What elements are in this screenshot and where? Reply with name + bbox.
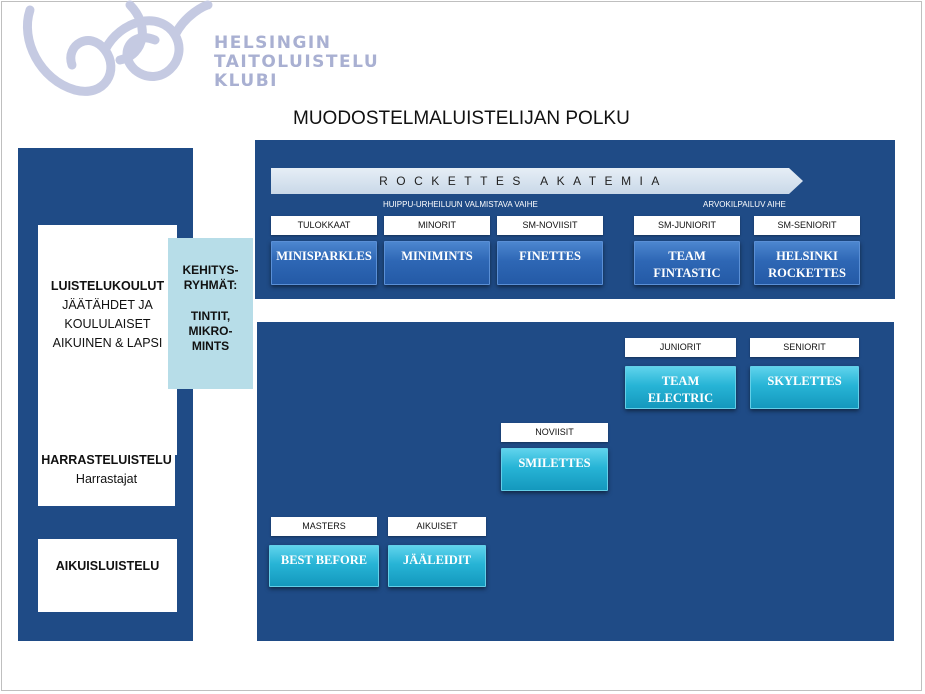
logo-line-1: HELSINGIN bbox=[214, 33, 332, 53]
tag-sm-juniorit: SM-JUNIORIT bbox=[634, 216, 740, 235]
team-finettes: FINETTES bbox=[497, 241, 603, 285]
tag-aikuiset: AIKUISET bbox=[388, 517, 486, 536]
harraste-heading: HARRASTELUISTELU bbox=[41, 453, 172, 467]
kehitysryhmat-box: KEHITYS- RYHMÄT: TINTIT, MIKRO- MINTS bbox=[168, 238, 253, 389]
team-fintastic-label: TEAM FINTASTIC bbox=[653, 249, 721, 280]
tag-masters: MASTERS bbox=[271, 517, 377, 536]
team-minimints: MINIMINTS bbox=[384, 241, 490, 285]
luistelukoulut-heading: LUISTELUKOULUT bbox=[50, 279, 165, 293]
kehitys-line-5: MINTS bbox=[191, 339, 230, 353]
aikuis-heading: AIKUISLUISTELU bbox=[55, 559, 160, 573]
team-helsinki-rockettes-label: HELSINKI ROCKETTES bbox=[768, 249, 846, 280]
team-electric: TEAM ELECTRIC bbox=[625, 366, 736, 409]
team-electric-label: TEAM ELECTRIC bbox=[647, 374, 714, 405]
team-best-before: BEST BEFORE bbox=[269, 545, 379, 587]
tag-noviisit: NOVIISIT bbox=[501, 423, 608, 442]
team-skylettes: SKYLETTES bbox=[750, 366, 859, 409]
tag-tulokkaat: TULOKKAAT bbox=[271, 216, 377, 235]
tag-juniorit: JUNIORIT bbox=[625, 338, 736, 357]
logo-line-2: TAITOLUISTELU bbox=[214, 52, 380, 72]
phase-label-right: ARVOKILPAILUV AIHE bbox=[703, 200, 786, 209]
harraste-sub: Harrastajat bbox=[75, 472, 138, 486]
luistelukoulut-line-1: JÄÄTÄHDET JA bbox=[62, 298, 153, 312]
tag-sm-noviisit: SM-NOVIISIT bbox=[497, 216, 603, 235]
team-jaaleidit: JÄÄLEIDIT bbox=[388, 545, 486, 587]
page-title: MUODOSTELMALUISTELIJAN POLKU bbox=[293, 108, 630, 129]
team-helsinki-rockettes: HELSINKI ROCKETTES bbox=[754, 241, 860, 285]
tag-minorit: MINORIT bbox=[384, 216, 490, 235]
harrasteluistelu-box: HARRASTELUISTELU Harrastajat bbox=[38, 442, 175, 506]
kehitys-line-2: RYHMÄT: bbox=[183, 278, 238, 292]
team-minisparkles: MINISPARKLES bbox=[271, 241, 377, 285]
luistelukoulut-line-3: AIKUINEN & LAPSI bbox=[52, 336, 163, 350]
kehitys-line-1: KEHITYS- bbox=[182, 263, 239, 277]
logo-line-3: KLUBI bbox=[214, 71, 278, 91]
club-logo-text: HELSINGIN TAITOLUISTELU KLUBI bbox=[214, 34, 379, 91]
kehitys-line-4: MIKRO- bbox=[188, 324, 233, 338]
tag-sm-seniorit: SM-SENIORIT bbox=[754, 216, 860, 235]
luistelukoulut-box: LUISTELUKOULUT JÄÄTÄHDET JA KOULULAISET … bbox=[38, 225, 177, 455]
club-logo-swirl-icon bbox=[22, 0, 213, 96]
team-fintastic: TEAM FINTASTIC bbox=[634, 241, 740, 285]
luistelukoulut-line-2: KOULULAISET bbox=[64, 317, 151, 331]
aikuisluistelu-box: AIKUISLUISTELU bbox=[38, 539, 177, 612]
tag-seniorit: SENIORIT bbox=[750, 338, 859, 357]
phase-label-left: HUIPPU-URHEILUUN VALMISTAVA VAIHE bbox=[383, 200, 538, 209]
akatemia-arrow-icon bbox=[271, 168, 803, 194]
kehitys-line-3: TINTIT, bbox=[190, 309, 231, 323]
akatemia-arrow-label: ROCKETTES AKATEMIA bbox=[379, 174, 668, 188]
team-smilettes: SMILETTES bbox=[501, 448, 608, 491]
